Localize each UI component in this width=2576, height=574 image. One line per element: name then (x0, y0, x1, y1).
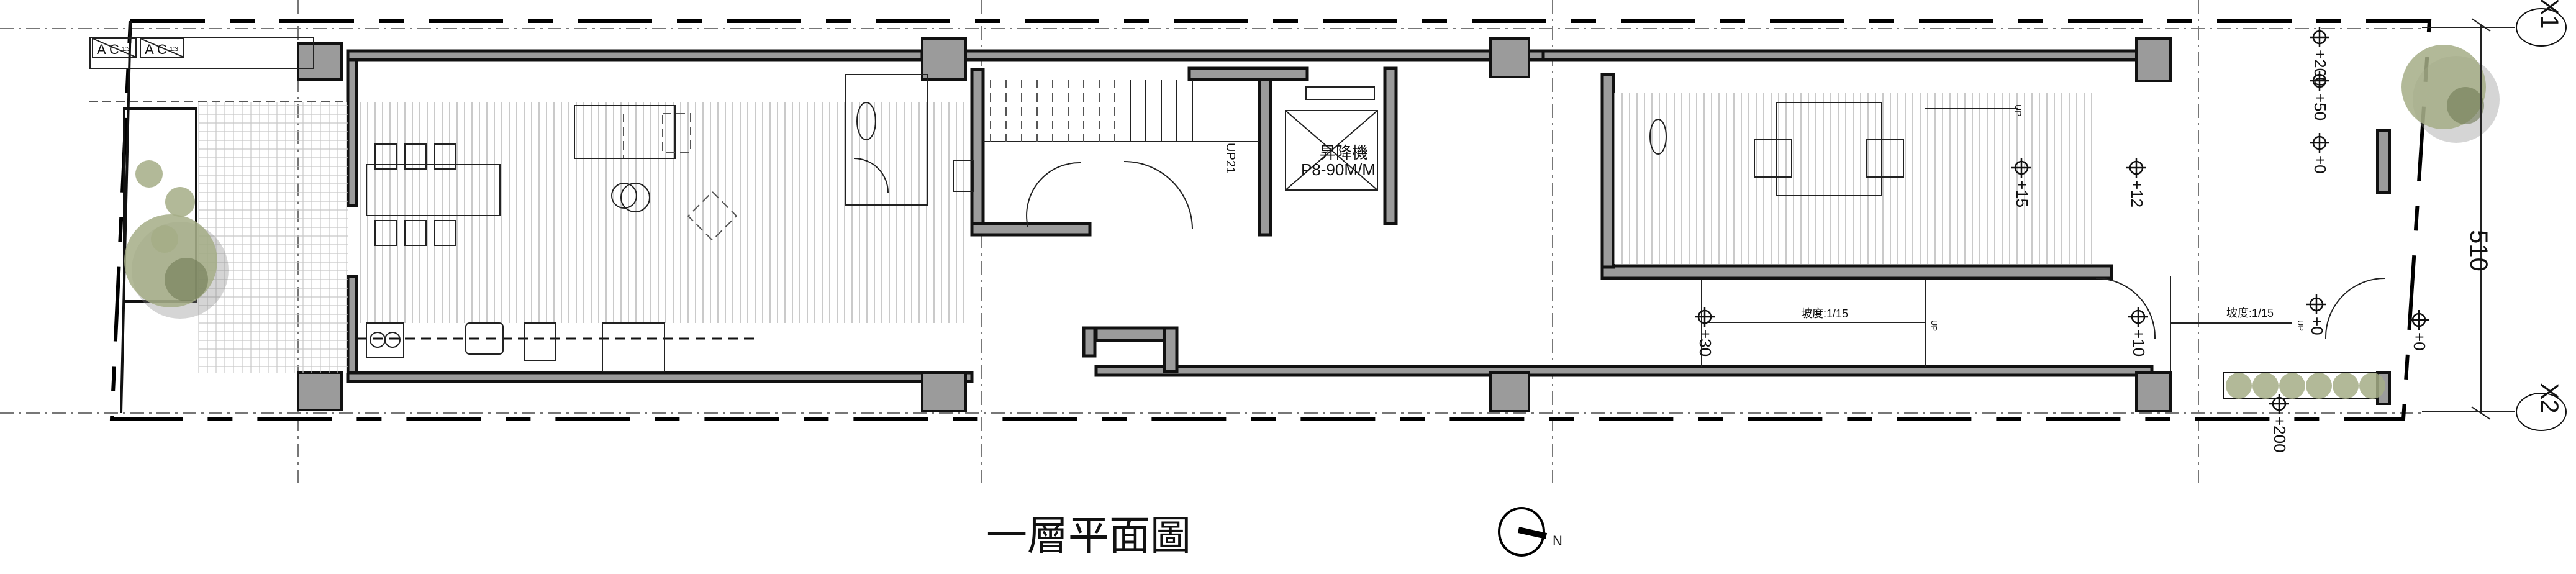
stair-up-label: UP21 (1223, 143, 1237, 174)
up-label: UP (2013, 104, 2023, 116)
column (1489, 37, 1530, 78)
ac-label-c: C (109, 42, 119, 57)
stove (366, 322, 404, 358)
ac-unit-1: A C 1:3 (92, 38, 137, 58)
shrub-icon (2333, 373, 2359, 399)
level-mark: +50 (2310, 71, 2329, 121)
svg-text:+0: +0 (2410, 332, 2429, 351)
columns (297, 37, 2391, 412)
dimension-value: 510 (2465, 230, 2492, 271)
elevator-label: 昇降機 (1320, 144, 1368, 162)
living-furniture (356, 105, 758, 372)
wc (845, 74, 974, 206)
grid-bubble-x2: X2 (2516, 383, 2567, 431)
shrub-icon (2359, 373, 2385, 399)
level-mark: +10 (2128, 307, 2148, 357)
trees (124, 45, 2500, 399)
column (1489, 371, 1530, 412)
column (2135, 37, 2172, 82)
property-boundary (109, 19, 2432, 421)
desk (1754, 139, 1792, 178)
ramp-up-label: UP (2296, 320, 2305, 331)
svg-text:+12: +12 (2128, 180, 2146, 207)
grid-label: X1 (2536, 0, 2563, 29)
dimension-line: 510 (2422, 18, 2515, 420)
north-arrow-icon (1517, 527, 1548, 539)
toilet-icon (856, 102, 876, 140)
column (921, 37, 967, 81)
level-marks: +200+50+0+15+12+30+10+0+0+200 (1695, 27, 2429, 453)
elevator: 昇降機 P8-90M/M (1285, 86, 1378, 191)
ac-ratio: 1:3 (122, 46, 130, 53)
ac-label-c: C (157, 42, 167, 57)
north-arrow: N (1498, 507, 1562, 557)
hedge-planter (2223, 372, 2385, 399)
svg-text:+0: +0 (2308, 317, 2326, 335)
shrub-icon (165, 187, 195, 217)
level-mark: +0 (2409, 310, 2429, 351)
ramp-2: 坡度:1/15 UP (2095, 276, 2385, 371)
column (2376, 129, 2391, 194)
ac-ratio: 1:3 (170, 46, 178, 53)
shrub-icon (2279, 373, 2305, 399)
ramp-slope-label: 坡度:1/15 (1801, 308, 1848, 320)
ramp-slope-label: 坡度:1/15 (2226, 307, 2274, 319)
shrub-icon (2306, 373, 2332, 399)
sink (465, 322, 504, 355)
terrace-tile-grid (198, 102, 348, 373)
dining-table (366, 164, 501, 216)
ac-label-a: A (97, 42, 106, 57)
north-label: N (1553, 533, 1562, 549)
wash-basin (953, 160, 974, 192)
walls (346, 49, 2166, 383)
shrub-icon (2226, 373, 2252, 399)
column (921, 371, 967, 412)
small-stair (602, 322, 665, 372)
sofa (574, 105, 676, 159)
wood-floor-hatch (360, 93, 2092, 323)
shrub-icon (151, 226, 178, 253)
main-stair: UP21 (983, 80, 1259, 229)
level-mark: +30 (1695, 307, 1715, 357)
column (297, 371, 343, 411)
ac-unit-2: A C 1:3 (140, 38, 184, 58)
svg-text:+15: +15 (2013, 180, 2031, 207)
ramp-up-label: UP (1930, 320, 1939, 331)
column (297, 42, 343, 81)
level-mark: +0 (2310, 133, 2329, 174)
column (2135, 371, 2172, 412)
ac-label-a: A (145, 42, 154, 57)
level-mark: +12 (2126, 158, 2146, 207)
svg-text:+50: +50 (2311, 93, 2329, 121)
grid-label: X2 (2536, 383, 2563, 414)
level-mark: +200 (2269, 394, 2289, 453)
svg-text:+200: +200 (2270, 416, 2289, 453)
svg-text:+30: +30 (1696, 329, 1715, 357)
shrub-icon (135, 160, 163, 188)
drawing-title: 一層平面圖 (986, 512, 1191, 558)
coffee-table (611, 183, 637, 209)
level-mark: +15 (2011, 158, 2031, 207)
toilet-icon (1649, 119, 1667, 155)
elevator-spec: P8-90M/M (1301, 160, 1376, 179)
grid-bubble-x1: X1 (2516, 0, 2567, 47)
level-mark: +0 (2306, 294, 2326, 335)
shrub-icon (2252, 373, 2279, 399)
bedroom: UP (1649, 102, 2023, 196)
svg-text:+0: +0 (2311, 155, 2329, 174)
ramp-1: 坡度:1/15 UP (1701, 280, 1939, 367)
svg-text:+10: +10 (2129, 329, 2148, 357)
